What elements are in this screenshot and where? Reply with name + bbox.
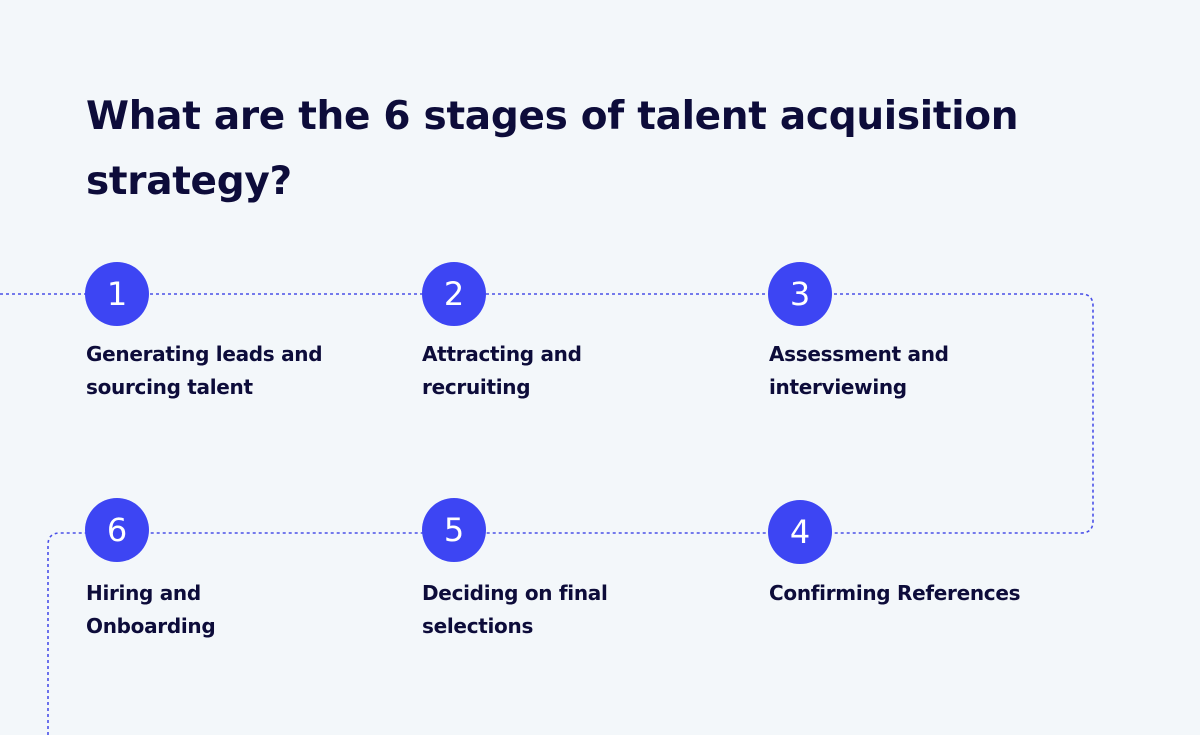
step-label: Generating leads and sourcing talent [86,342,323,399]
step-label: Assessment and interviewing [769,342,949,399]
step-label: Attracting and recruiting [422,342,582,399]
step-label: Hiring and Onboarding [86,581,216,638]
step-number-badge: 2 [422,262,486,326]
step-number-badge: 1 [85,262,149,326]
step-number-badge: 6 [85,498,149,562]
step-number-badge: 3 [768,262,832,326]
step-number-badge: 5 [422,498,486,562]
step-number-badge: 4 [768,500,832,564]
page-title: What are the 6 stages of talent acquisit… [86,94,1019,204]
step-label: Confirming References [769,581,1021,605]
step-label: Deciding on final selections [422,581,608,638]
